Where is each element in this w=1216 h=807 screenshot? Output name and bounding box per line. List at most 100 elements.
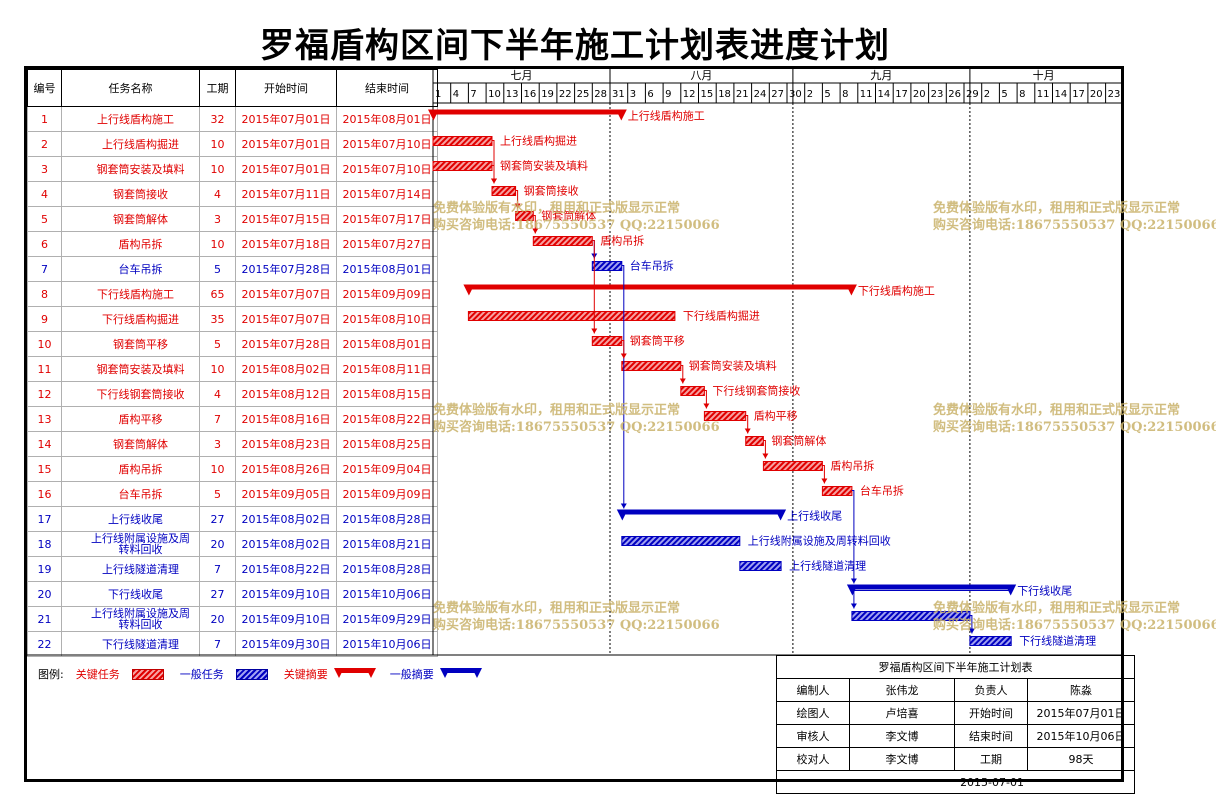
- day-tick-label: 20: [913, 89, 926, 100]
- dependency-link: [763, 440, 766, 459]
- day-tick-label: 10: [488, 89, 501, 100]
- bar-label: 下行线盾构施工: [858, 284, 935, 298]
- task-name-text: 下行线隧道清理: [102, 637, 179, 651]
- task-duration: 35: [199, 306, 236, 332]
- day-tick-label: 26: [948, 89, 961, 100]
- task-end: 2015年08月28日: [336, 506, 438, 532]
- bar-label: 下行线收尾: [1017, 584, 1072, 598]
- bar-label: 下行线隧道清理: [1019, 634, 1096, 648]
- task-bar: [821, 486, 853, 496]
- task-start: 2015年09月05日: [235, 481, 337, 507]
- task-name-text: 上行线附属设施及周转料回收: [91, 531, 190, 556]
- task-start: 2015年07月07日: [235, 281, 337, 307]
- month-label: 十月: [1033, 68, 1055, 82]
- summary-cap: [616, 509, 628, 521]
- task-bar: [432, 136, 493, 146]
- task-duration: 32: [199, 106, 236, 132]
- task-name-text: 钢套筒解体: [113, 437, 168, 451]
- task-start: 2015年07月15日: [235, 206, 337, 232]
- task-name-text: 下行线收尾: [108, 587, 163, 601]
- bar-label: 盾构平移: [754, 409, 798, 423]
- task-name: 钢套筒平移: [61, 331, 200, 357]
- day-tick-label: 3: [630, 89, 636, 100]
- info-value: 卢培喜: [849, 701, 955, 725]
- legend-critical-summary-label: 关键摘要: [283, 668, 328, 681]
- task-name: 上行线盾构施工: [61, 106, 200, 132]
- task-name: 上行线收尾: [61, 506, 200, 532]
- task-name-text: 上行线盾构掘进: [102, 137, 179, 151]
- info-label: 编制人: [776, 678, 850, 702]
- info-date: 2015-07-01: [776, 770, 1135, 794]
- task-name-text: 盾构吊拆: [118, 237, 163, 251]
- dependency-link: [853, 590, 1012, 609]
- task-no: 7: [27, 256, 62, 282]
- day-tick-label: 6: [647, 89, 653, 100]
- task-no: 15: [27, 456, 62, 482]
- summary-cap: [845, 284, 857, 296]
- task-name: 台车吊拆: [61, 481, 200, 507]
- task-start: 2015年09月10日: [235, 606, 337, 632]
- day-tick-label: 21: [736, 89, 749, 100]
- day-tick-label: 11: [860, 89, 873, 100]
- dependency-link: [621, 265, 625, 509]
- bar-label: 下行线盾构掘进: [683, 309, 760, 323]
- dependency-arrow: [850, 603, 857, 609]
- legend-normal-task-swatch: [235, 668, 268, 680]
- day-tick-label: 14: [878, 89, 891, 100]
- dependency-arrow: [821, 478, 828, 484]
- task-no: 22: [27, 631, 62, 657]
- task-name-text: 下行线盾构掘进: [102, 312, 179, 326]
- info-value: 98天: [1027, 747, 1135, 771]
- day-tick-label: 2: [807, 89, 813, 100]
- info-label: 审核人: [776, 724, 850, 748]
- dependency-link: [492, 165, 495, 184]
- task-name-text: 上行线隧道清理: [102, 562, 179, 576]
- task-name-text: 上行线附属设施及周转料回收: [91, 606, 190, 631]
- day-tick-label: 17: [895, 89, 908, 100]
- task-start: 2015年08月26日: [235, 456, 337, 482]
- task-name: 钢套筒安装及填料: [61, 156, 200, 182]
- task-start: 2015年07月07日: [235, 306, 337, 332]
- bar-label: 下行线钢套筒接收: [712, 384, 800, 398]
- task-start: 2015年09月10日: [235, 581, 337, 607]
- task-name-text: 钢套筒安装及填料: [96, 362, 185, 376]
- day-tick-label: 31: [612, 89, 625, 100]
- summary-cap: [615, 109, 627, 121]
- task-bar: [591, 261, 623, 271]
- day-tick-label: 5: [1001, 89, 1007, 100]
- info-value: 2015年07月01日: [1027, 701, 1135, 725]
- task-name: 上行线附属设施及周转料回收: [61, 531, 200, 557]
- header-duration: 工期: [199, 69, 236, 107]
- dependency-arrow: [620, 503, 627, 509]
- task-no: 17: [27, 506, 62, 532]
- task-no: 12: [27, 381, 62, 407]
- task-name: 下行线收尾: [61, 581, 200, 607]
- dependency-arrow: [968, 628, 975, 634]
- day-tick-label: 9: [665, 89, 671, 100]
- task-name: 台车吊拆: [61, 256, 200, 282]
- task-name-text: 盾构平移: [118, 412, 163, 426]
- task-end: 2015年08月15日: [336, 381, 438, 407]
- task-name: 下行线盾构掘进: [61, 306, 200, 332]
- task-name: 下行线钢套筒接收: [61, 381, 200, 407]
- header-end: 结束时间: [336, 69, 438, 107]
- day-tick-label: 22: [559, 89, 572, 100]
- info-value: 陈淼: [1027, 678, 1135, 702]
- day-tick-label: 12: [683, 89, 696, 100]
- task-name-text: 下行线钢套筒接收: [96, 387, 185, 401]
- task-duration: 7: [199, 406, 236, 432]
- info-title: 罗福盾构区间下半年施工计划表: [776, 655, 1135, 679]
- day-tick-label: 7: [470, 89, 476, 100]
- task-bar: [851, 611, 971, 621]
- bar-label: 钢套筒接收: [524, 184, 579, 198]
- task-bar: [745, 436, 764, 446]
- dependency-arrow: [703, 403, 710, 409]
